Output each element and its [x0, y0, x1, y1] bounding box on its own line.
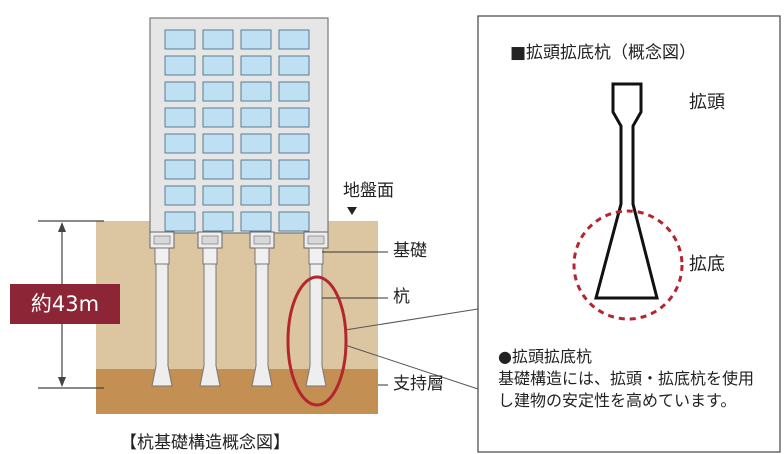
window: [240, 133, 272, 154]
window: [202, 107, 234, 128]
window: [164, 29, 196, 50]
window: [240, 211, 272, 232]
window: [202, 81, 234, 102]
head-label: 拡頭: [689, 92, 725, 113]
window: [202, 29, 234, 50]
window: [240, 29, 272, 50]
window: [240, 185, 272, 206]
description-heading: ●拡頭拡底杭: [498, 347, 592, 366]
pile-highlight-ellipse: [286, 275, 348, 407]
window: [164, 107, 196, 128]
window: [240, 159, 272, 180]
window: [278, 55, 310, 76]
base-highlight-circle: [572, 209, 684, 321]
description-body: 基礎構造には、拡頭・拡底杭を使用し建物の安定性を高めています。: [498, 369, 755, 410]
window: [164, 81, 196, 102]
inset-description: ●拡頭拡底杭 基礎構造には、拡頭・拡底杭を使用し建物の安定性を高めています。: [498, 346, 776, 412]
window: [278, 133, 310, 154]
window: [278, 185, 310, 206]
enlarged-pile-shape: [594, 82, 659, 300]
bearing-layer: [96, 369, 378, 414]
building: [149, 17, 329, 234]
window: [202, 133, 234, 154]
window: [240, 107, 272, 128]
window: [164, 211, 196, 232]
ground-surface-marker: [347, 207, 357, 215]
window: [202, 159, 234, 180]
window: [164, 55, 196, 76]
window: [278, 159, 310, 180]
connector-line-bottom: [344, 344, 479, 390]
bottom-label: 拡底: [689, 254, 725, 275]
window: [278, 29, 310, 50]
depth-badge: 約43m: [10, 284, 120, 324]
window: [202, 211, 234, 232]
window: [240, 55, 272, 76]
window: [278, 211, 310, 232]
soil-layer: [96, 221, 378, 369]
pile: [149, 231, 175, 387]
foundation-label: 基礎: [393, 241, 427, 261]
window: [164, 133, 196, 154]
window: [240, 81, 272, 102]
piles: [149, 231, 329, 387]
window: [202, 185, 234, 206]
building-windows: [164, 29, 310, 232]
window: [164, 185, 196, 206]
diagram-caption: 【杭基礎構造概念図】: [120, 433, 290, 453]
pile-label: 杭: [393, 287, 410, 307]
window: [202, 55, 234, 76]
window: [278, 81, 310, 102]
window: [278, 107, 310, 128]
window: [164, 159, 196, 180]
pile: [249, 231, 275, 387]
bearing-layer-label: 支持層: [393, 374, 444, 394]
pile: [303, 231, 329, 387]
inset-title: ■拡頭拡底杭（概念図）: [510, 43, 697, 63]
pile: [197, 231, 223, 387]
ground-surface-label: 地盤面: [343, 181, 394, 201]
connector-line-top: [344, 308, 479, 331]
